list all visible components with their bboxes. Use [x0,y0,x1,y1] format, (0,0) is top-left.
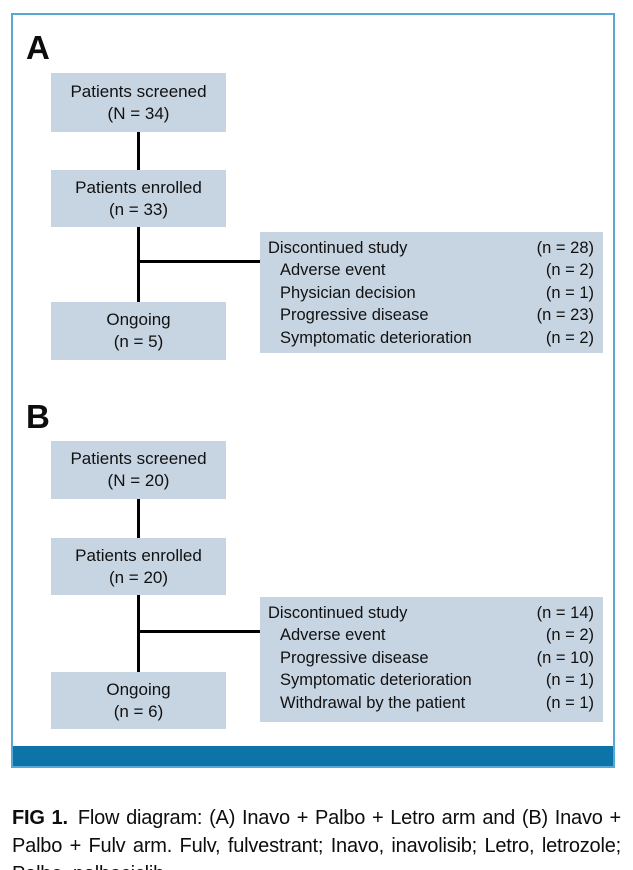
panel-b-label: B [26,398,51,435]
panel-a-connector-enrolled-ongoing [137,227,140,302]
panel-a-enrolled-line2: (n = 33) [108,199,169,219]
panel-a-enrolled-box: Patients enrolled (n = 33) [51,170,226,227]
panel-a-reason-label: Physician decision [280,283,416,302]
panel-a-reason-row: Physician decision (n = 1) [268,282,594,304]
panel-b-connector-branch [138,630,260,633]
panel-a-connector-branch [138,260,260,263]
panel-b-reason-row: Withdrawal by the patient (n = 1) [268,692,594,714]
figure-caption: FIG 1.Flow diagram: (A) Inavo + Palbo + … [12,804,621,870]
panel-a-screened-line2: (N = 34) [107,103,170,123]
panel-a-enrolled-line1: Patients enrolled [75,177,202,197]
panel-a-discontinued-title: Discontinued study [268,239,408,257]
panel-b-discontinued-title: Discontinued study [268,604,408,622]
panel-b-discontinued-title-row: Discontinued study (n = 14) [268,602,594,624]
panel-a-discontinued-box: Discontinued study (n = 28) Adverse even… [260,232,603,353]
figure-caption-text: Flow diagram: (A) Inavo + Palbo + Letro … [12,807,621,870]
panel-b-ongoing-line1: Ongoing [106,679,171,699]
panel-b-enrolled-line2: (n = 20) [108,567,169,587]
panel-a-reason-label: Symptomatic deterioration [280,328,472,347]
panel-b-reason-value: (n = 10) [536,648,594,667]
panel-a-ongoing-line2: (n = 5) [113,332,164,351]
panel-b-reason-label: Symptomatic deterioration [280,671,472,690]
panel-a-ongoing-line1: Ongoing [106,310,171,329]
panel-b-discontinued-title-value: (n = 14) [536,604,594,622]
panel-b-ongoing-box: Ongoing (n = 6) [51,672,226,729]
panel-b-reason-row: Progressive disease (n = 10) [268,647,594,669]
panel-b-screened-line2: (N = 20) [107,471,170,490]
panel-a-screened-box: Patients screened (N = 34) [51,73,226,132]
figure-caption-tag: FIG 1. [12,807,68,829]
panel-a-label: A [26,29,51,66]
panel-a-reason-value: (n = 2) [545,328,594,347]
figure-frame: A Patients screened (N = 34) Patients en… [11,13,615,768]
panel-a-reason-label: Adverse event [280,261,386,280]
figure-footer-bar [13,746,613,766]
panel-a-reason-row: Symptomatic deterioration (n = 2) [268,327,594,349]
panel-b-reason-label: Progressive disease [280,648,429,667]
panel-a-reason-row: Adverse event (n = 2) [268,259,594,281]
panel-a-reason-value: (n = 2) [545,261,594,280]
panel-b-ongoing-line2: (n = 6) [113,701,164,721]
panel-b-reason-label: Adverse event [280,626,386,645]
panel-a-ongoing-box: Ongoing (n = 5) [51,302,226,360]
panel-b-discontinued-box: Discontinued study (n = 14) Adverse even… [260,597,603,722]
panel-b-reason-row: Symptomatic deterioration (n = 1) [268,669,594,691]
panel-b-reason-row: Adverse event (n = 2) [268,624,594,646]
panel-a-connector-screened-enrolled [137,132,140,170]
panel-b-reason-value: (n = 2) [545,626,594,645]
panel-b-screened-line1: Patients screened [70,449,207,468]
panel-b-reason-label: Withdrawal by the patient [280,693,466,712]
panel-a-reason-row: Progressive disease (n = 23) [268,304,594,326]
panel-a-discontinued-title-value: (n = 28) [536,239,594,257]
panel-a-discontinued-title-row: Discontinued study (n = 28) [268,237,594,259]
panel-b-screened-box: Patients screened (N = 20) [51,441,226,499]
panel-a-screened-line1: Patients screened [70,81,207,101]
panel-b-enrolled-box: Patients enrolled (n = 20) [51,538,226,595]
panel-b-connector-screened-enrolled [137,499,140,538]
panel-a-reason-value: (n = 1) [545,283,594,302]
panel-a-reason-label: Progressive disease [280,306,429,325]
panel-b-connector-enrolled-ongoing [137,595,140,672]
panel-a-reason-value: (n = 23) [536,306,594,325]
panel-b-enrolled-line1: Patients enrolled [75,545,202,565]
panel-b-reason-value: (n = 1) [545,671,594,690]
panel-b-reason-value: (n = 1) [545,693,594,712]
